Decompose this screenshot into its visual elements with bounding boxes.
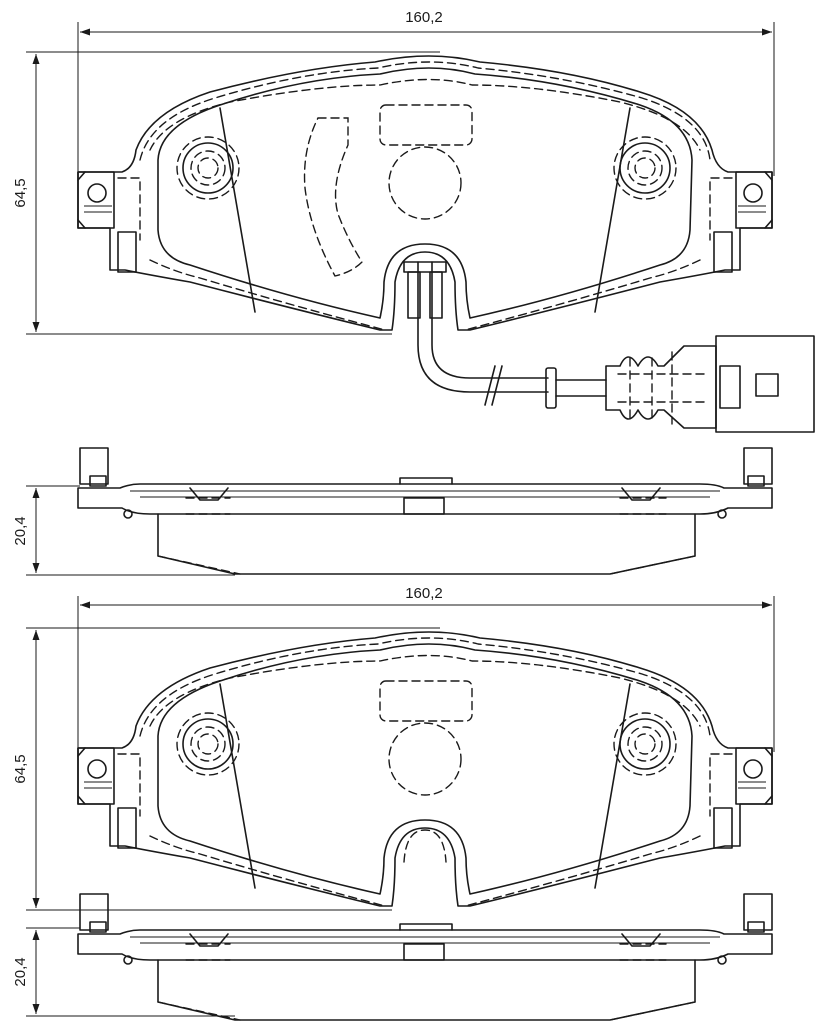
label-top-width: 160,2 <box>405 9 443 26</box>
dimension-top-height: 64,5 <box>12 51 440 335</box>
bottom-pad-side-view <box>77 893 773 1021</box>
dimension-top-thickness: 20,4 <box>12 485 235 576</box>
label-bottom-width: 160,2 <box>405 585 443 602</box>
top-pad-front-view <box>77 55 773 331</box>
top-pad-side-view <box>77 447 773 575</box>
bottom-notch <box>403 829 447 863</box>
label-top-thickness: 20,4 <box>12 516 29 545</box>
bottom-pad-front-view <box>77 631 773 907</box>
dimension-bottom-thickness: 20,4 <box>12 927 235 1017</box>
dimension-bottom-height: 64,5 <box>12 627 440 911</box>
label-top-height: 64,5 <box>12 178 29 207</box>
wear-sensor-assembly <box>403 261 815 433</box>
top-dashed-slot <box>303 117 363 277</box>
label-bottom-thickness: 20,4 <box>12 957 29 986</box>
label-bottom-height: 64,5 <box>12 754 29 783</box>
dimension-top-width: 160,2 <box>77 9 775 176</box>
dimension-bottom-width: 160,2 <box>77 585 775 752</box>
